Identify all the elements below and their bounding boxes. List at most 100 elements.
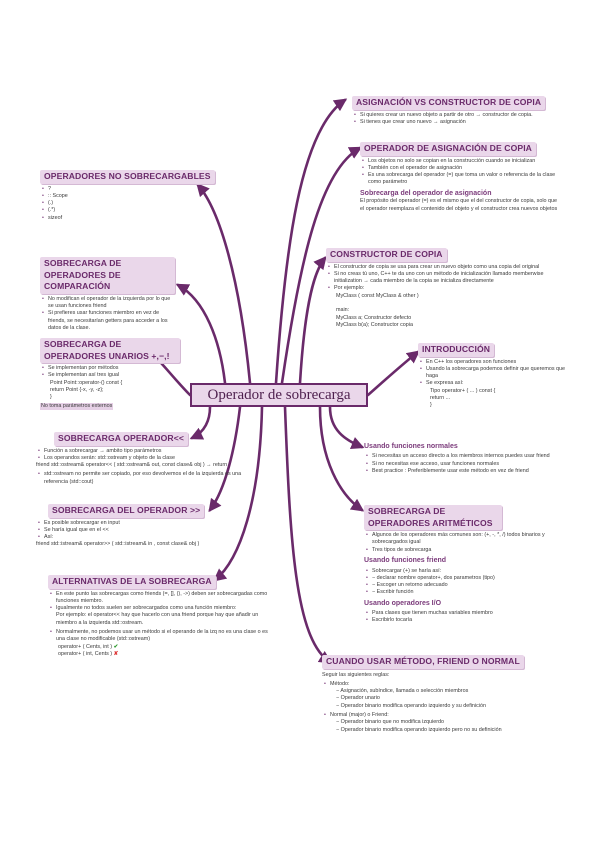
node-line: Si tienes que crear uno nuevo → asignaci… [354,119,582,127]
branch-asignacion-vs-copia [274,98,348,385]
branch-constructor-copia [298,256,327,385]
node-line: Si no necesitas ese acceso, usar funcion… [366,461,564,469]
node-text: Por ejemplo: el operator<< hay que hacer… [56,612,259,626]
code-line: MyClass b(a); Constructor copia [336,321,413,328]
node-aritmeticos: SOBRECARGA DE OPERADORES ARITMÉTICOS Alg… [364,505,564,625]
node-line: Los objetos no solo se copian en la cons… [362,158,560,166]
branch-aritmeticos [318,405,365,512]
node-line: Igualmente no todos suelen ser sobrecarg… [50,605,268,613]
node-line: Best practice : Preferiblemente usar est… [366,468,564,476]
node-title: SOBRECARGA DE OPERADORES ARITMÉTICOS [364,505,502,531]
code-bad-row: operator+ ( int, Cents ) ✘ [58,651,268,658]
code-line: main: [336,307,350,314]
branch-op-extraccion [208,405,242,513]
node-comparacion: SOBRECARGA DE OPERADORES DE COMPARACIÓN … [40,257,175,332]
node-title: SOBRECARGA DEL OPERADOR >> [48,504,205,518]
node-title: OPERADOR DE ASIGNACIÓN DE COPIA [360,142,536,156]
node-line: Tres tipos de sobrecarga [366,547,564,555]
node-introduccion: INTRODUCCIÓN En C++ los operadores son f… [418,343,578,410]
central-topic: Operador de sobrecarga [190,383,368,407]
node-line: − Operador binario modifica operando izq… [336,702,486,709]
node-subtitle: Usando operadores I/O [364,599,442,607]
code-line: operator+ ( int, Cents ) [58,650,113,657]
node-line: El constructor de copia se usa para crea… [328,264,566,272]
node-title: SOBRECARGA DE OPERADORES UNARIOS +,−,! [40,338,180,364]
node-line: En este punto las sobrecargas como frien… [50,591,268,606]
code-line: MyClass ( const MyClass & other ) [336,292,419,299]
node-line: − declarar nombre operator+, dos paramet… [366,575,564,583]
node-line: − Operador binario que no modifica izqui… [336,719,445,726]
node-constructor-copia: CONSTRUCTOR DE COPIA El constructor de c… [326,248,566,329]
check-icon: ✔ [113,643,119,650]
code-line: friend std::istream& operator>> ( std::i… [36,541,200,548]
node-title: CONSTRUCTOR DE COPIA [326,248,447,262]
code-line: Tipo operator+ ( ... ) const { [430,387,496,394]
node-line: (.) [42,200,215,208]
code-line: } [50,394,52,401]
node-subtitle: Usando funciones normales [364,443,458,450]
code-line: } [430,402,432,409]
node-line: Método: [324,681,552,689]
node-line: − Asignación, subíndice, llamada o selec… [336,688,469,695]
node-subtitle: Usando funciones friend [364,557,447,565]
node-line: Usando la sobrecarga podemos definir que… [420,366,578,381]
node-title: OPERADORES NO SOBRECARGABLES [40,170,215,184]
node-line: Sobrecargar (+) se haría así: [366,568,564,576]
node-line: Se implementan por métodos [42,365,180,373]
node-line: Normalmente, no podemos usar un método s… [50,629,268,644]
node-funciones-normales: Usando funciones normales Si necesitas u… [364,440,564,476]
code-line: MyClass a; Constructor defecto [336,314,412,321]
branch-op-insercion [189,405,212,440]
node-title: ALTERNATIVAS DE LA SOBRECARGA [48,575,216,589]
node-line: Para clases que tienen muchas variables … [366,610,564,618]
node-line: Se expresa así: [420,380,578,388]
code-line: friend std::ostream& operator<< ( std::o… [36,462,228,469]
code-line: operator+ ( Cents, int ) [58,643,113,650]
node-op-extraccion: SOBRECARGA DEL OPERADOR >> Es posible so… [36,504,266,549]
node-line: Si prefieres usar funciones miembro en v… [42,310,175,332]
node-text: El propósito del operador (=) es el mism… [360,198,558,212]
node-line: Escribirlo tocaría [366,617,564,625]
node-title: ASIGNACIÓN VS CONSTRUCTOR DE COPIA [352,96,546,110]
node-line: std::ostream no permite ser copiado, por… [38,471,266,486]
node-title: SOBRECARGA OPERADOR<< [54,432,188,446]
node-line: − Operador unario [336,695,380,702]
cross-icon: ✘ [113,650,119,657]
node-line: − Escribir función [366,589,564,597]
node-line: Es posible sobrecargar en input [38,520,266,528]
node-line: Función a sobrecargar → ambito tipo pará… [38,448,266,456]
node-line: (.*) [42,207,215,215]
node-note: No toma parámetros externos [40,402,114,410]
node-title: SOBRECARGA DE OPERADORES DE COMPARACIÓN [40,257,175,294]
node-line: Así: [38,534,266,542]
node-unarios: SOBRECARGA DE OPERADORES UNARIOS +,−,! S… [40,338,180,410]
node-line: También con el operador de asignación [362,165,560,173]
node-line: Los operandos serán: std::ostream y obje… [38,455,266,463]
node-subtitle: Sobrecarga del operador de asignación [360,189,492,197]
code-line: return Point {-x, -y, -z}; [50,387,104,394]
node-line: − Operador binario modifica operando izq… [336,726,502,733]
node-asignacion-vs-copia: ASIGNACIÓN VS CONSTRUCTOR DE COPIA Si qu… [352,96,582,126]
node-line: Si quieres crear un nuevo objeto a parti… [354,112,582,120]
node-line: Si necesitas un acceso directo a los mie… [366,453,564,461]
node-line: Por ejemplo: [328,285,566,293]
node-line: :: Scope [42,193,215,201]
node-line: Normal (major) o Friend: [324,712,552,720]
node-line: Se haría igual que en el << [38,527,266,535]
node-op-insercion: SOBRECARGA OPERADOR<< Función a sobrecar… [36,432,266,486]
node-alternativas: ALTERNATIVAS DE LA SOBRECARGA En este pu… [48,575,268,658]
node-line: Algunos de los operadores más comunes so… [366,532,564,547]
code-line [336,300,566,307]
node-op-asignacion-copia: OPERADOR DE ASIGNACIÓN DE COPIA Los obje… [360,142,560,213]
branch-introduccion [366,350,421,397]
node-line: Es una sobrecarga del operador (=) que t… [362,172,560,187]
node-line: − Escoger un retorno adecuado [366,582,564,590]
branch-funciones-normales [328,405,365,450]
node-title: CUANDO USAR MÉTODO, FRIEND O NORMAL [322,655,524,669]
branch-op-asignacion-copia [280,146,363,385]
node-line: No modifican el operador de la izquierda… [42,296,175,311]
node-metodo-friend-normal: CUANDO USAR MÉTODO, FRIEND O NORMAL Segu… [322,655,552,734]
node-text: Seguir las siguientes reglas: [322,671,390,678]
branch-comparacion [175,283,227,385]
node-line: sizeof [42,215,215,223]
